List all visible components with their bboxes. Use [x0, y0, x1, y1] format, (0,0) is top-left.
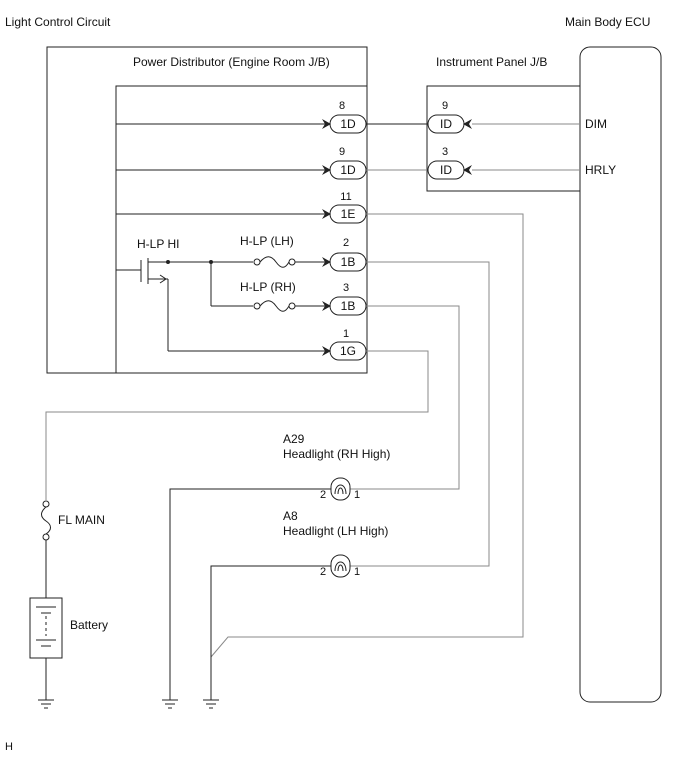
instrument-panel-title: Instrument Panel J/B	[436, 55, 547, 69]
connector-code: 1E	[341, 207, 356, 221]
fuse-hlp-rh-icon	[253, 300, 296, 312]
bulb-pin-left: 2	[320, 566, 326, 578]
connector-pin: 3	[343, 282, 349, 294]
hlp-rh-label: H-LP (RH)	[240, 280, 296, 294]
connector-pin: 2	[343, 237, 349, 249]
connector-pin: 11	[340, 191, 351, 203]
connector-code: 1G	[340, 344, 356, 358]
fuse-hlp-lh-icon	[253, 256, 296, 268]
connector-1b-3: 3 1B	[322, 282, 367, 316]
wire-1b-3	[350, 305, 460, 490]
footer-label: H	[5, 741, 13, 753]
ground-icon	[203, 699, 219, 709]
bulb-pin-right: 1	[354, 489, 360, 501]
battery-label: Battery	[70, 618, 108, 632]
connector-code: ID	[440, 117, 452, 131]
wire-a29-ground	[169, 488, 331, 700]
headlight-a29-bulb-icon	[330, 477, 351, 501]
connector-code: 1D	[340, 117, 356, 131]
bulb-pin-right: 1	[354, 566, 360, 578]
headlight-a8-bulb-icon	[330, 554, 351, 578]
a8-code-label: A8	[283, 509, 298, 523]
connector-id-9: 9 ID	[427, 100, 472, 134]
hlp-hi-label: H-LP HI	[137, 237, 179, 251]
connector-code: 1B	[341, 299, 356, 313]
main-body-ecu-box	[579, 46, 662, 703]
wire-1e-ground	[210, 213, 524, 658]
connector-arrow-icon	[322, 165, 331, 175]
ground-icon	[38, 699, 54, 709]
a29-name-label: Headlight (RH High)	[283, 447, 390, 461]
a29-code-label: A29	[283, 432, 305, 446]
battery-icon	[29, 597, 63, 659]
hrly-label: HRLY	[585, 163, 616, 177]
connector-pin: 9	[339, 146, 345, 158]
wire-1b-2	[350, 261, 490, 567]
main-body-ecu-title: Main Body ECU	[565, 15, 650, 29]
power-distributor-title: Power Distributor (Engine Room J/B)	[133, 55, 330, 69]
a8-name-label: Headlight (LH High)	[283, 524, 388, 538]
connector-1e-11: 11 1E	[322, 191, 367, 224]
connector-1g-1: 1 1G	[322, 328, 367, 361]
connector-arrow-icon	[463, 165, 472, 175]
connector-arrow-icon	[322, 257, 331, 267]
dim-label: DIM	[585, 117, 607, 131]
connector-arrow-icon	[322, 209, 331, 219]
ground-icon	[162, 699, 178, 709]
connector-id-3: 3 ID	[427, 146, 472, 180]
connector-arrow-icon	[322, 301, 331, 311]
connector-arrow-icon	[322, 119, 331, 129]
connector-arrow-icon	[322, 346, 331, 356]
power-distributor-box	[115, 85, 368, 374]
connector-code: 1B	[341, 255, 356, 269]
bulb-pin-left: 2	[320, 489, 326, 501]
connector-pin: 1	[343, 328, 349, 340]
connector-pin: 9	[442, 100, 448, 112]
connector-1d-8: 8 1D	[322, 100, 367, 134]
connector-arrow-icon	[463, 119, 472, 129]
connector-pin: 8	[339, 100, 345, 112]
light-control-circuit-box	[46, 46, 368, 374]
connector-code: ID	[440, 163, 452, 177]
fl-main-label: FL MAIN	[58, 513, 105, 527]
connector-pin: 3	[442, 146, 448, 158]
hlp-lh-label: H-LP (LH)	[240, 234, 294, 248]
connector-1b-2: 2 1B	[322, 237, 367, 272]
connector-1d-9: 9 1D	[322, 146, 367, 180]
fuse-fl-main-icon	[41, 500, 51, 541]
light-control-circuit-title: Light Control Circuit	[5, 15, 111, 29]
relay-hlp-hi-icon	[116, 258, 168, 284]
wire-1g-1	[45, 350, 429, 500]
wire-a8-ground	[210, 565, 331, 700]
connector-code: 1D	[340, 163, 356, 177]
